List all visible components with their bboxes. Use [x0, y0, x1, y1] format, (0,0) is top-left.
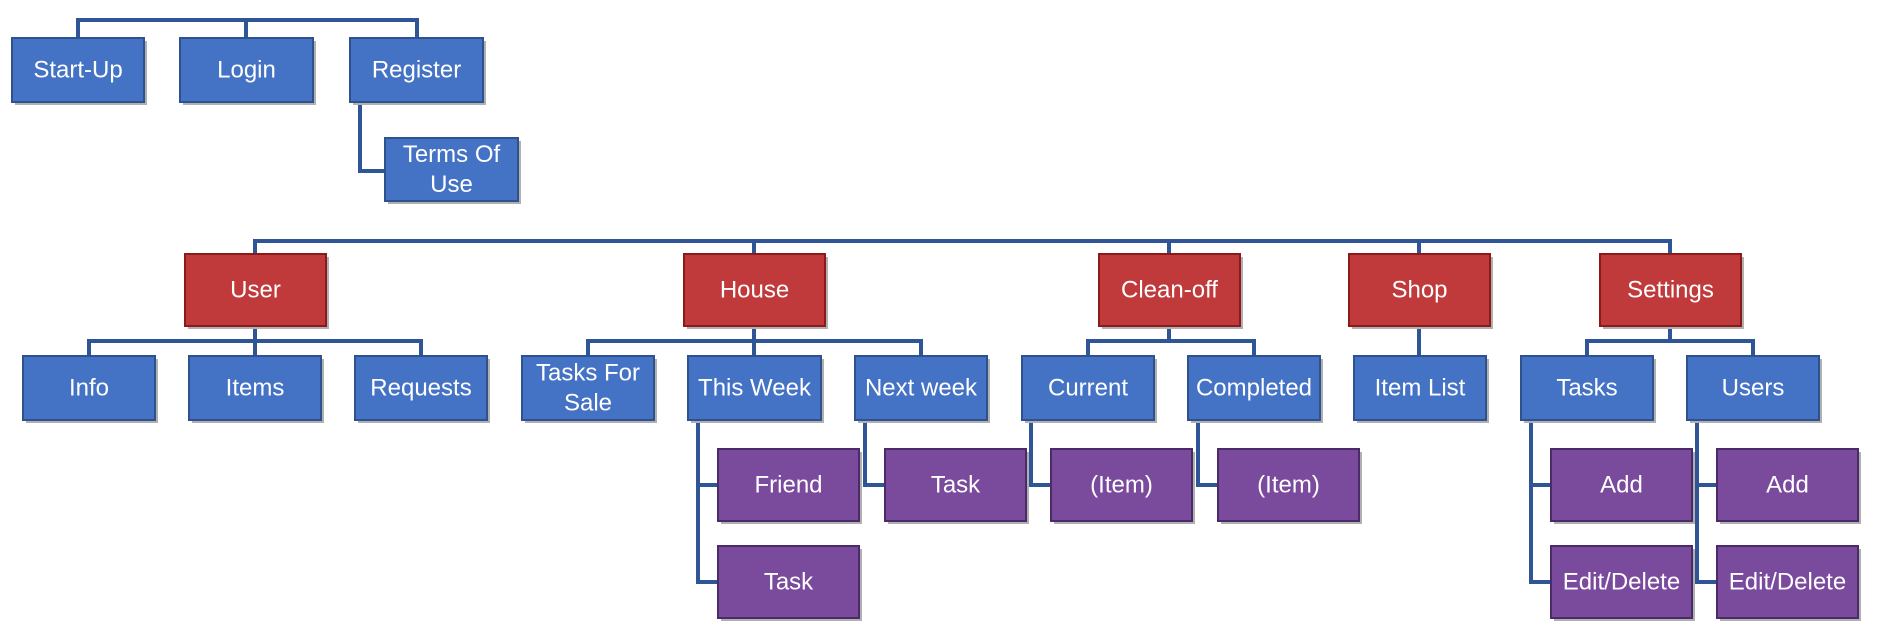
clean-off-node: Clean-off	[1098, 253, 1243, 329]
node-label: Sale	[564, 390, 612, 417]
node-label: Users	[1722, 375, 1785, 402]
node-label: Clean-off	[1121, 277, 1218, 304]
node-box	[11, 37, 145, 103]
next-week-node: Next week	[854, 355, 990, 423]
shop-node: Shop	[1348, 253, 1493, 329]
node-label: House	[720, 277, 789, 304]
info-node: Info	[22, 355, 158, 423]
connector-line	[1529, 418, 1553, 584]
node-box	[854, 355, 988, 421]
node-box	[521, 355, 655, 421]
node-label: Tasks	[1556, 375, 1617, 402]
completed-item-node: (Item)	[1217, 448, 1362, 524]
items-node: Items	[188, 355, 324, 423]
node-label: Items	[226, 375, 285, 402]
node-box	[354, 355, 488, 421]
node-box	[1599, 253, 1742, 327]
node-box	[1187, 355, 1321, 421]
node-label: User	[230, 277, 281, 304]
users-edit-delete-node: Edit/Delete	[1716, 545, 1861, 621]
register-node: Register	[349, 37, 486, 105]
settings-node: Settings	[1599, 253, 1744, 329]
node-label: Tasks For	[536, 360, 640, 387]
node-label: Friend	[754, 472, 822, 499]
node-box	[1021, 355, 1155, 421]
current-item-node: (Item)	[1050, 448, 1195, 524]
node-box	[1050, 448, 1193, 522]
tasks-add-node: Add	[1550, 448, 1695, 524]
node-label: Settings	[1627, 277, 1714, 304]
node-box	[687, 355, 822, 421]
node-box	[349, 37, 484, 103]
node-box	[717, 448, 860, 522]
node-box	[1217, 448, 1360, 522]
tasks-edit-delete-node: Edit/Delete	[1550, 545, 1695, 621]
node-label: Shop	[1391, 277, 1447, 304]
node-box	[1686, 355, 1820, 421]
node-box	[1520, 355, 1654, 421]
connector-line	[1029, 418, 1053, 487]
node-label: Edit/Delete	[1729, 569, 1846, 596]
this-week-node: This Week	[687, 355, 824, 423]
node-box	[22, 355, 156, 421]
user-node: User	[184, 253, 329, 329]
node-label: Register	[372, 57, 461, 84]
node-label: Add	[1766, 472, 1809, 499]
next-week-task-node: Task	[884, 448, 1029, 524]
current-node: Current	[1021, 355, 1157, 423]
node-label: Use	[430, 171, 473, 198]
completed-node: Completed	[1187, 355, 1323, 423]
node-label: Login	[217, 57, 276, 84]
node-label: Completed	[1196, 375, 1312, 402]
settings-tasks-node: Tasks	[1520, 355, 1656, 423]
node-box	[1353, 355, 1487, 421]
connector-line	[1196, 418, 1220, 487]
node-label: Requests	[370, 375, 471, 402]
node-label: Task	[764, 569, 814, 596]
startup-node: Start-Up	[11, 37, 147, 105]
connector-line	[696, 418, 720, 584]
node-box	[717, 545, 860, 619]
node-box	[683, 253, 826, 327]
login-node: Login	[179, 37, 316, 105]
friend-node: Friend	[717, 448, 862, 524]
node-label: Info	[69, 375, 109, 402]
node-label: Edit/Delete	[1563, 569, 1680, 596]
connector-line	[1695, 418, 1719, 584]
users-add-node: Add	[1716, 448, 1861, 524]
node-box	[1348, 253, 1491, 327]
house-node: House	[683, 253, 828, 329]
connector-lines	[76, 18, 1755, 584]
node-label: Start-Up	[33, 57, 122, 84]
this-week-task-node: Task	[717, 545, 862, 621]
node-label: Next week	[865, 375, 978, 402]
node-box	[1716, 448, 1859, 522]
node-box	[1098, 253, 1241, 327]
node-box	[1550, 545, 1693, 619]
node-label: Add	[1600, 472, 1643, 499]
node-label: (Item)	[1090, 472, 1153, 499]
item-list-node: Item List	[1353, 355, 1489, 423]
node-label: (Item)	[1257, 472, 1320, 499]
requests-node: Requests	[354, 355, 490, 423]
settings-users-node: Users	[1686, 355, 1822, 423]
connector-line	[863, 418, 887, 487]
node-box	[184, 253, 327, 327]
node-label: Task	[931, 472, 981, 499]
node-box	[384, 137, 519, 202]
node-box	[1550, 448, 1693, 522]
node-label: Item List	[1375, 375, 1466, 402]
node-label: Current	[1048, 375, 1128, 402]
terms-of-use-node: Terms Of Use	[384, 137, 521, 204]
node-box	[1716, 545, 1859, 619]
node-box	[884, 448, 1027, 522]
connector-line	[358, 100, 387, 173]
node-label: This Week	[698, 375, 812, 402]
node-box	[179, 37, 314, 103]
node-box	[188, 355, 322, 421]
node-label: Terms Of	[403, 141, 501, 168]
